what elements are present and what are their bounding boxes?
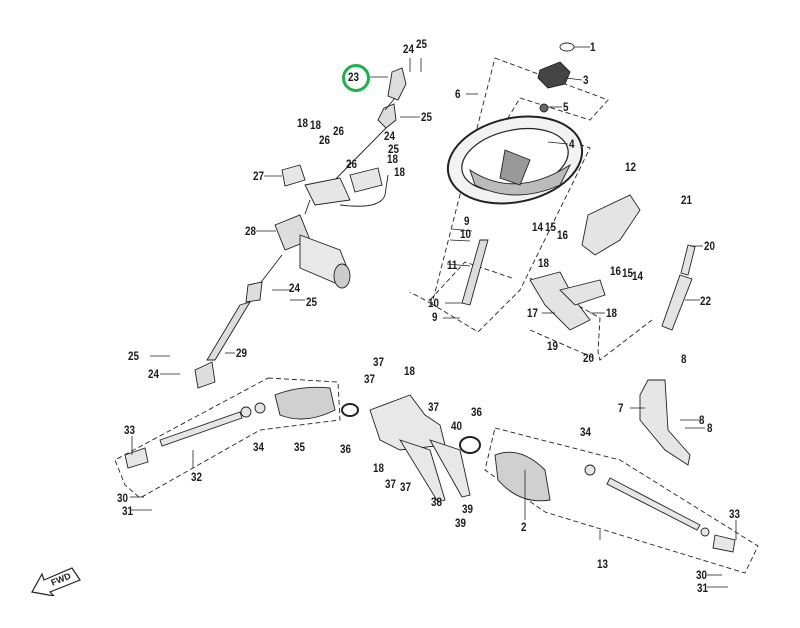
callout-25[interactable]: 25 [306, 295, 317, 309]
callout-16[interactable]: 16 [557, 228, 568, 242]
callout-39[interactable]: 39 [462, 502, 473, 516]
callout-3[interactable]: 3 [583, 73, 589, 87]
callout-18[interactable]: 18 [606, 306, 617, 320]
callout-26[interactable]: 26 [346, 157, 357, 171]
callout-39[interactable]: 39 [455, 516, 466, 530]
right-boot-part [494, 451, 551, 502]
callout-32[interactable]: 32 [191, 470, 202, 484]
gas-strut-part [661, 244, 696, 331]
callout-14[interactable]: 14 [532, 220, 543, 234]
callout-17[interactable]: 17 [527, 306, 538, 320]
callout-24[interactable]: 24 [384, 129, 395, 143]
callout-36[interactable]: 36 [340, 442, 351, 456]
tilt-bracket-part [529, 194, 641, 331]
forward-direction-arrow-icon: FWD [31, 567, 81, 596]
eps-motor-part [274, 199, 351, 289]
callout-35[interactable]: 35 [294, 440, 305, 454]
callout-1[interactable]: 1 [590, 40, 596, 54]
callout-18[interactable]: 18 [538, 256, 549, 270]
callout-37[interactable]: 37 [428, 400, 439, 414]
callout-34[interactable]: 34 [253, 440, 264, 454]
lower-steering-shaft-part [194, 254, 283, 389]
column-bracket-part [281, 164, 389, 207]
callout-18[interactable]: 18 [373, 461, 384, 475]
callout-10[interactable]: 10 [428, 296, 439, 310]
callout-23-highlighted[interactable]: 23 [348, 70, 359, 84]
callout-37[interactable]: 37 [400, 480, 411, 494]
callout-28[interactable]: 28 [245, 224, 256, 238]
callout-26[interactable]: 26 [333, 124, 344, 138]
callout-34[interactable]: 34 [580, 425, 591, 439]
callout-8[interactable]: 8 [681, 352, 687, 366]
callout-20[interactable]: 20 [583, 351, 594, 365]
callout-15[interactable]: 15 [545, 220, 556, 234]
callout-2[interactable]: 2 [521, 520, 527, 534]
callout-5[interactable]: 5 [563, 100, 569, 114]
left-tie-rod-part [124, 402, 266, 469]
callout-19[interactable]: 19 [547, 339, 558, 353]
callout-40[interactable]: 40 [451, 419, 462, 433]
callout-8[interactable]: 8 [699, 413, 705, 427]
callout-8[interactable]: 8 [707, 421, 713, 435]
callout-12[interactable]: 12 [625, 160, 636, 174]
callout-37[interactable]: 37 [373, 355, 384, 369]
callout-22[interactable]: 22 [700, 294, 711, 308]
group-outline-right-tie-rod [484, 427, 759, 574]
callout-20[interactable]: 20 [704, 239, 715, 253]
callout-9[interactable]: 9 [432, 310, 438, 324]
callout-36[interactable]: 36 [471, 405, 482, 419]
callout-18[interactable]: 18 [394, 165, 405, 179]
callout-14[interactable]: 14 [632, 269, 643, 283]
callout-13[interactable]: 13 [597, 557, 608, 571]
horn-pad-part [537, 42, 575, 113]
callout-37[interactable]: 37 [385, 477, 396, 491]
callout-30[interactable]: 30 [696, 568, 707, 582]
callout-33[interactable]: 33 [729, 507, 740, 521]
left-boot-part [274, 386, 359, 420]
callout-25[interactable]: 25 [128, 349, 139, 363]
callout-18[interactable]: 18 [404, 364, 415, 378]
leader-lines [130, 46, 737, 588]
callout-24[interactable]: 24 [148, 367, 159, 381]
callout-31[interactable]: 31 [697, 581, 708, 595]
group-outline-bracket [429, 261, 653, 361]
callout-6[interactable]: 6 [455, 87, 461, 101]
callout-18[interactable]: 18 [387, 152, 398, 166]
callout-7[interactable]: 7 [618, 401, 624, 415]
callout-16[interactable]: 16 [610, 264, 621, 278]
steering-wheel-part [446, 115, 584, 205]
callout-21[interactable]: 21 [681, 193, 692, 207]
callout-18[interactable]: 18 [297, 116, 308, 130]
callout-33[interactable]: 33 [124, 423, 135, 437]
callout-25[interactable]: 25 [421, 110, 432, 124]
callout-25[interactable]: 25 [416, 37, 427, 51]
callout-27[interactable]: 27 [253, 169, 264, 183]
callout-15[interactable]: 15 [622, 266, 633, 280]
callout-37[interactable]: 37 [364, 372, 375, 386]
callout-30[interactable]: 30 [117, 491, 128, 505]
callout-24[interactable]: 24 [289, 281, 300, 295]
callout-29[interactable]: 29 [236, 346, 247, 360]
callout-18[interactable]: 18 [310, 118, 321, 132]
intermediate-shaft-part [461, 239, 489, 306]
highlight-ring [342, 64, 370, 92]
steering-rack-part [369, 394, 481, 503]
callout-11[interactable]: 11 [447, 258, 458, 272]
right-tie-rod-part [584, 464, 736, 553]
callout-38[interactable]: 38 [431, 495, 442, 509]
callout-24[interactable]: 24 [403, 42, 414, 56]
callout-26[interactable]: 26 [319, 133, 330, 147]
callout-31[interactable]: 31 [122, 504, 133, 518]
callout-4[interactable]: 4 [569, 137, 575, 151]
callout-25[interactable]: 25 [388, 142, 399, 156]
callout-9[interactable]: 9 [464, 214, 470, 228]
group-outline-left-tie-rod [114, 377, 341, 499]
pedal-bracket-part [639, 379, 691, 466]
callout-10[interactable]: 10 [460, 227, 471, 241]
